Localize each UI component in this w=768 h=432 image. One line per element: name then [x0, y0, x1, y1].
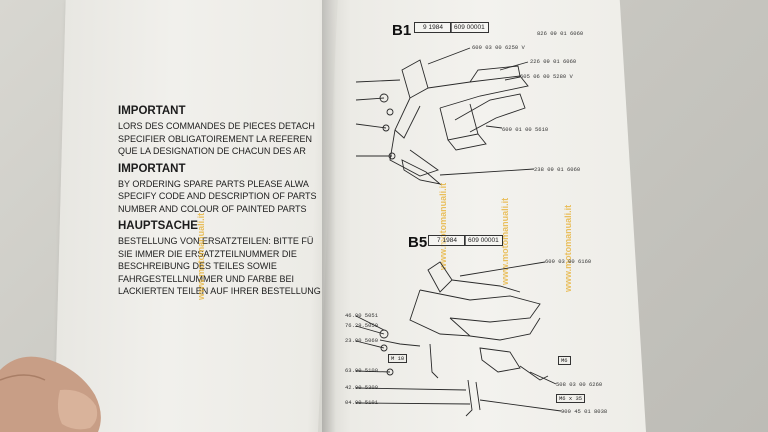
part-code: 63.00 5100: [345, 367, 379, 374]
text-line: BESCHREIBUNG DES TEILES SOWIE: [118, 261, 277, 271]
part-code: 226 09 01 6060: [530, 58, 577, 65]
part-code: 76.29.5050: [345, 322, 379, 329]
part-box: M6: [558, 356, 571, 365]
text-line: SPECIFY CODE AND DESCRIPTION OF PARTS: [118, 191, 317, 201]
text-line: NUMBER AND COLOUR OF PAINTED PARTS: [118, 203, 307, 214]
text-line: BESTELLUNG VON ERSATZTEILEN: BITTE FÜ: [118, 236, 314, 246]
part-code: 609 03 00 6250 V: [472, 44, 525, 51]
diagram-label-b5: B5: [408, 234, 428, 251]
part-code: 23.00 5060: [345, 337, 379, 344]
text-line: SPECIFIER OBLIGATOIREMENT LA REFEREN: [118, 133, 313, 144]
part-code: 609 03 00 6160: [545, 258, 592, 265]
text-line: LACKIERTEN TEILEN AUF IHRER BESTELLUNG: [118, 286, 321, 296]
heading-important-fr: IMPORTANT: [118, 105, 186, 117]
ref-box-b1: 609 00001: [450, 22, 489, 33]
diagram-label-b1: B1: [392, 22, 412, 39]
ref-box-b1-sub: 9 1984: [414, 22, 452, 33]
part-code: 508 03 00 6260: [556, 381, 603, 388]
text-line: BY ORDERING SPARE PARTS PLEASE ALWA: [118, 178, 309, 189]
text-line: SIE IMMER DIE ERSATZTEILNUMMER DIE: [118, 248, 297, 259]
ref-box-b5: 609 00001: [464, 235, 503, 246]
part-code: 605 06 00 5280 V: [520, 73, 573, 80]
part-code: 826 09 01 6060: [537, 30, 584, 37]
notice-text-block: IMPORTANT LORS DES COMMANDES DE PIECES D…: [118, 100, 348, 298]
ref-box-b5-sub: 7 1984: [428, 235, 466, 246]
book-gutter: [322, 0, 336, 432]
part-box: M 10: [388, 354, 408, 363]
part-code: 900 45 01 8038: [561, 408, 608, 415]
part-code: 42.00 5300: [345, 384, 379, 391]
part-box: M6 x 35: [556, 394, 586, 403]
text-line: FAHRGESTELLNUMMER UND FARBE BEI: [118, 273, 295, 284]
part-code: 04.00 5101: [345, 399, 379, 406]
part-code: 609 01 00 5610: [502, 126, 549, 133]
part-code: 238 09 01 6060: [534, 166, 581, 173]
text-line: QUE LA DESIGNATION DE CHACUN DES AR: [118, 146, 306, 156]
hand-photo-element: [0, 356, 101, 432]
heading-hauptsache: HAUPTSACHE: [118, 220, 198, 232]
heading-important-en: IMPORTANT: [118, 162, 186, 175]
text-line: LORS DES COMMANDES DE PIECES DETACH: [118, 121, 315, 131]
part-code: 46.00 5051: [345, 312, 379, 319]
